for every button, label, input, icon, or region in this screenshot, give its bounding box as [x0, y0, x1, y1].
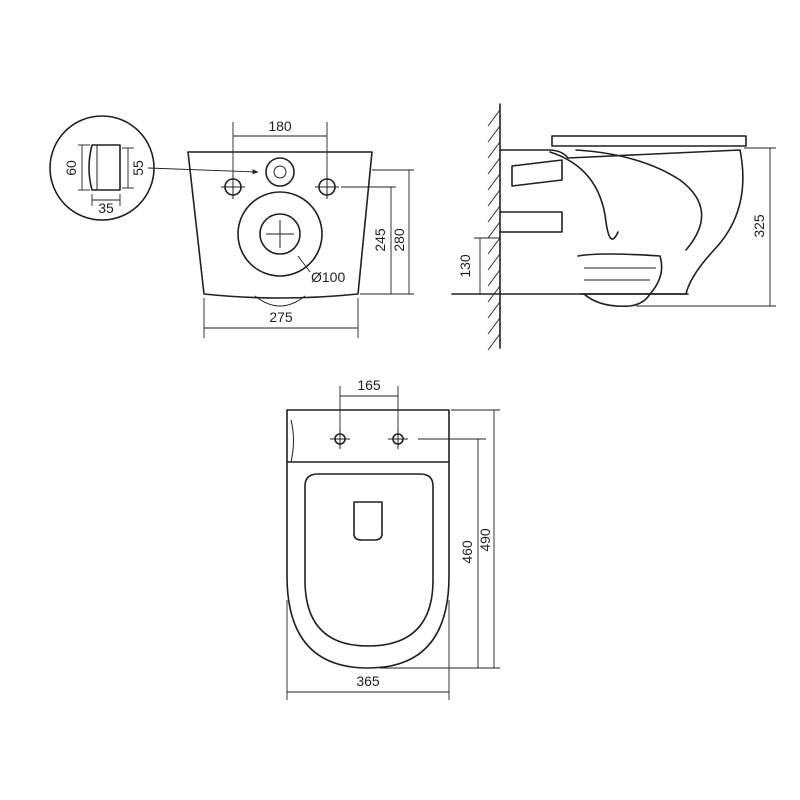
seat-outline — [304, 473, 434, 647]
dim-total-width-365: 365 — [356, 673, 380, 689]
dim-hole-spacing-180: 180 — [268, 118, 292, 134]
back-view: Ø100 180 245 280 275 — [187, 118, 414, 338]
dim-detail-35: 35 — [98, 200, 114, 216]
detail-shape — [88, 144, 121, 191]
dim-detail-55: 55 — [130, 160, 146, 176]
dim-outlet-height-245: 245 — [372, 228, 388, 252]
top-view: 165 460 490 365 — [286, 377, 500, 700]
back-outline — [187, 151, 373, 299]
dim-inlet-height-130: 130 — [457, 254, 473, 278]
dim-bowl-length-460: 460 — [459, 540, 475, 564]
dim-back-width-275: 275 — [269, 309, 293, 325]
dim-hole-spacing-165: 165 — [357, 377, 381, 393]
dim-total-length-490: 490 — [477, 528, 493, 552]
dim-outlet-diameter: Ø100 — [311, 269, 345, 285]
top-outline — [286, 409, 450, 669]
dim-detail-60: 60 — [63, 160, 79, 176]
side-view: 130 325 — [451, 103, 776, 351]
dim-total-height-325: 325 — [751, 214, 767, 238]
dim-bracket-height-280: 280 — [391, 228, 407, 252]
detail-view: 60 55 35 — [49, 115, 259, 221]
